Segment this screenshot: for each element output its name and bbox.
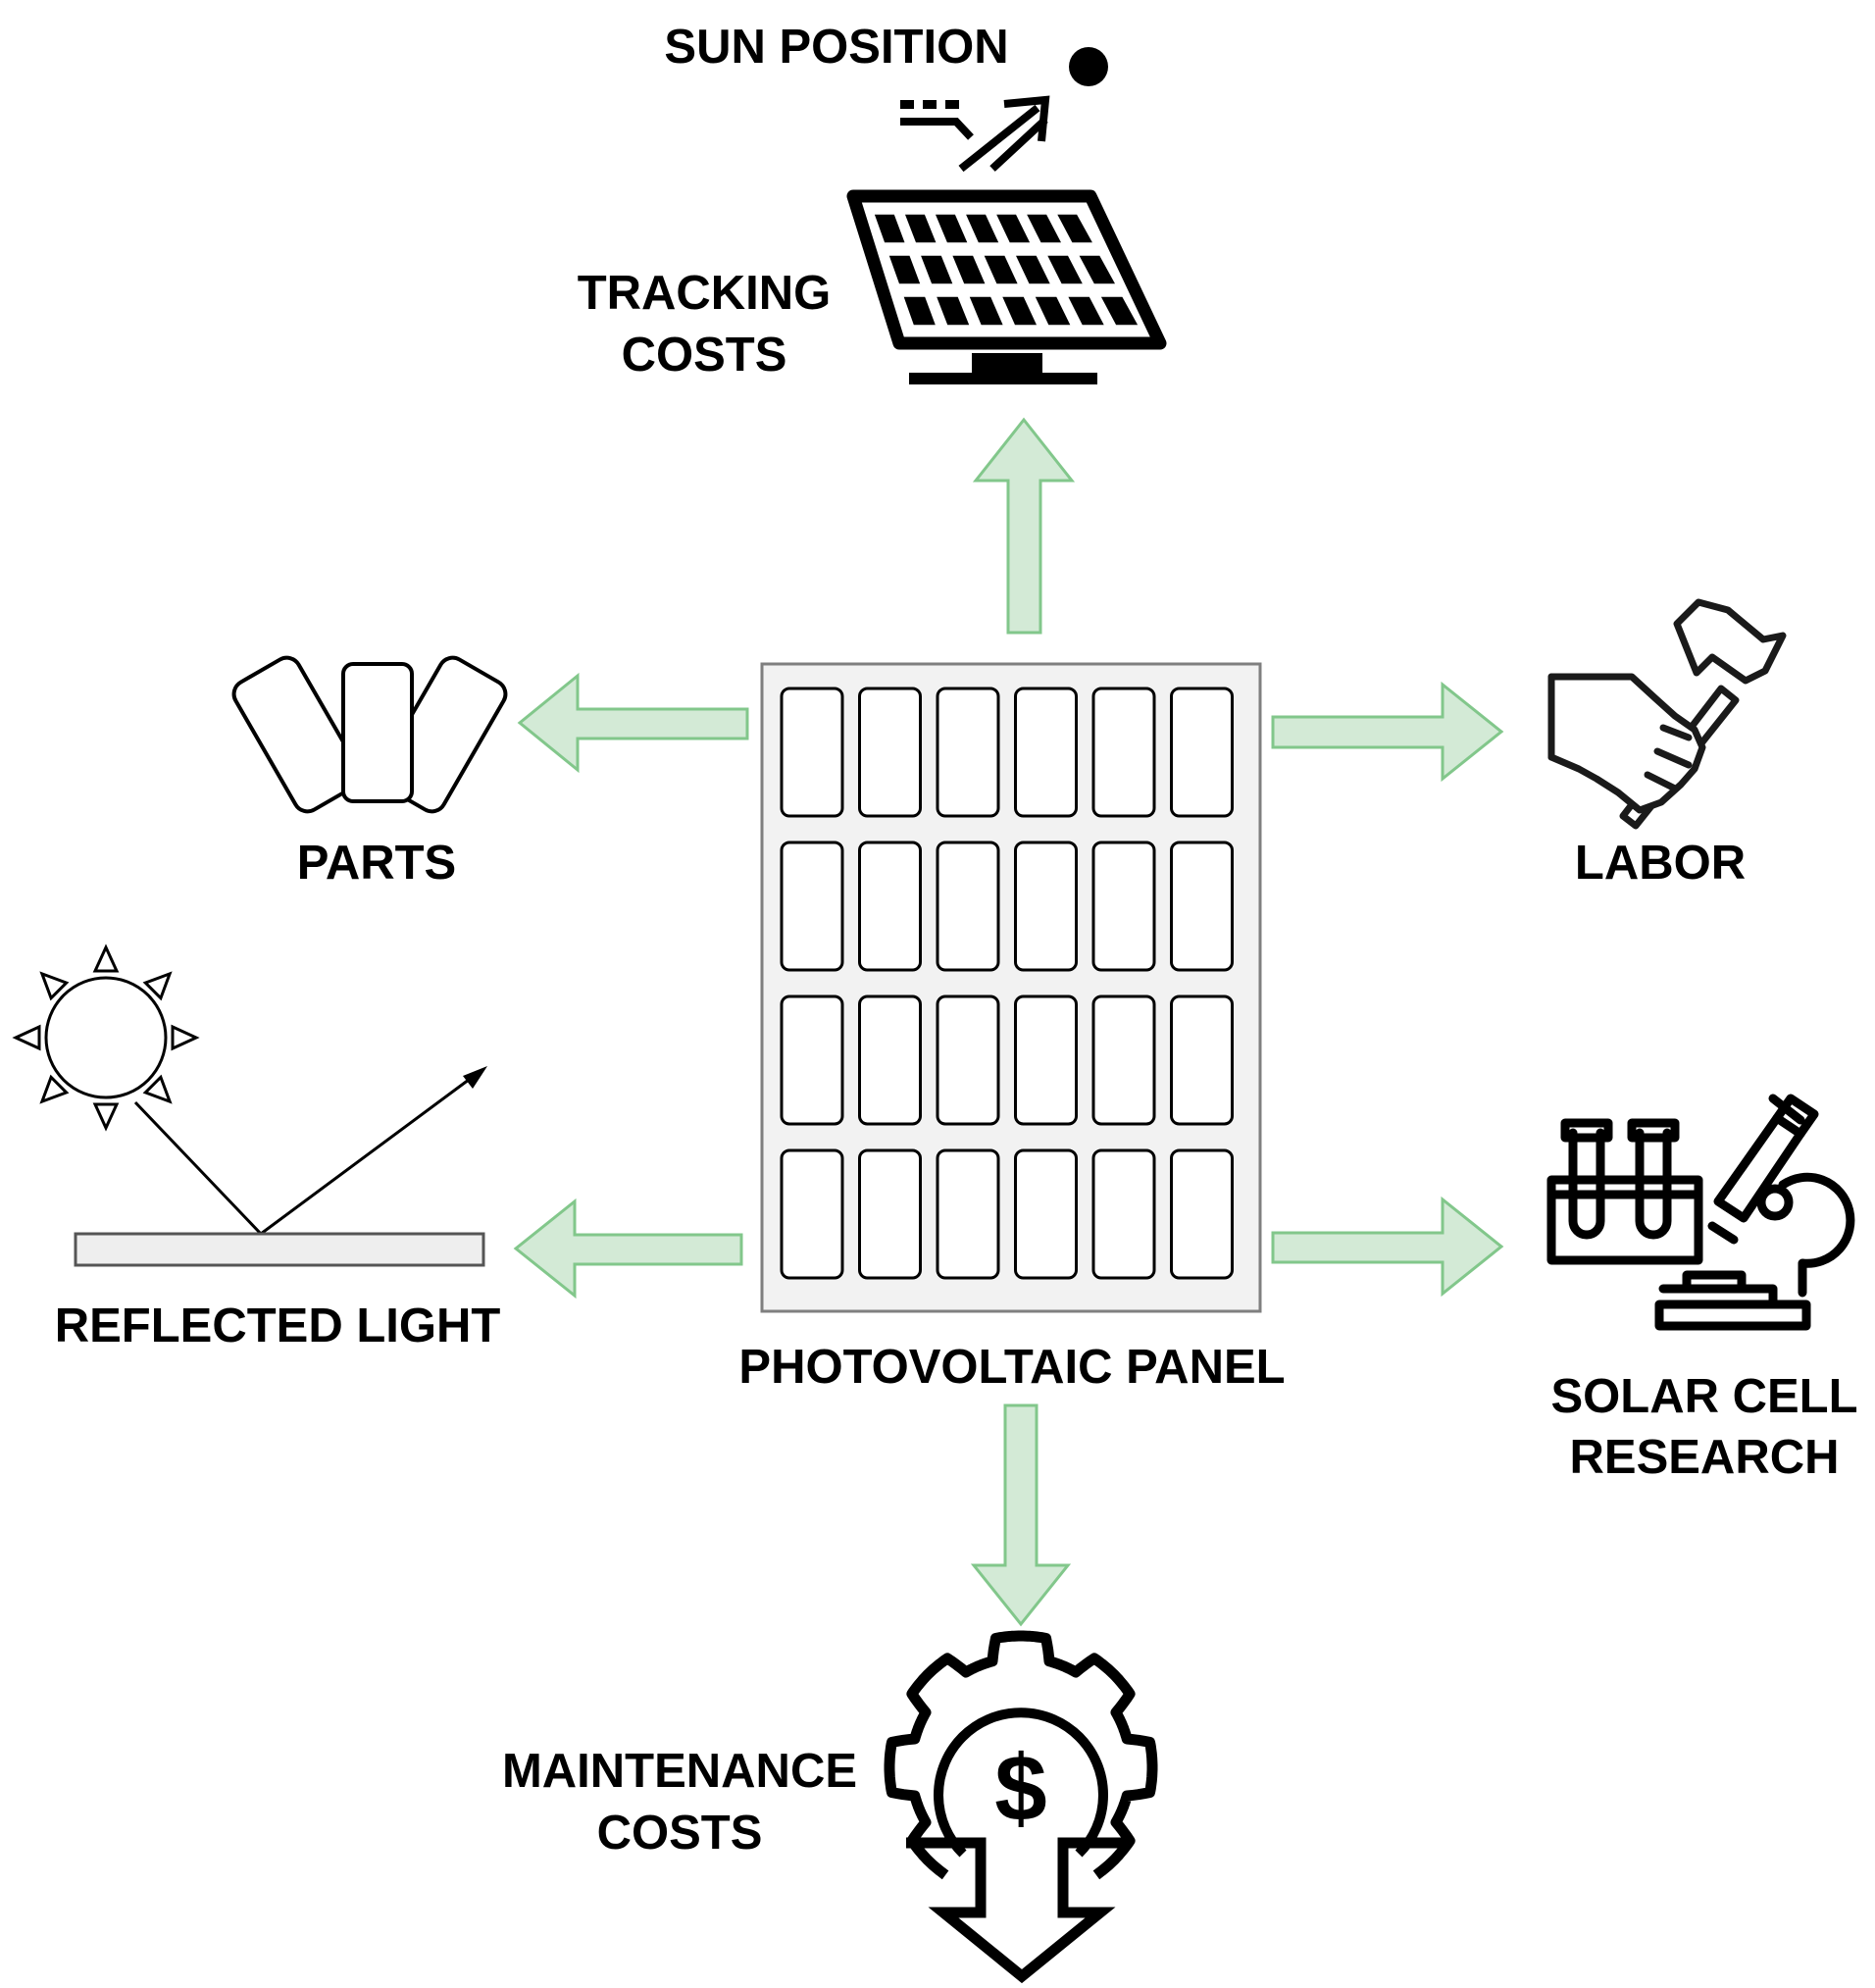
reflected-light-icon xyxy=(12,943,487,1267)
arrow-right-research xyxy=(1271,1196,1504,1298)
panel-cell xyxy=(1014,1148,1078,1280)
panel-cell xyxy=(780,841,844,972)
panel-cell xyxy=(858,841,922,972)
sun-dot-icon xyxy=(1069,47,1108,86)
sun-ray xyxy=(171,1024,200,1051)
panel-cell xyxy=(1091,1148,1156,1280)
tilted-panel-cell xyxy=(1079,255,1115,284)
tracking-arrow-icon xyxy=(900,95,1050,173)
panel-cell xyxy=(1014,841,1078,972)
tilted-panel-cell xyxy=(984,255,1018,284)
panel-cell xyxy=(936,994,1000,1126)
tilted-panel-cell xyxy=(996,214,1031,243)
cost-gear-dollar-icon: $ xyxy=(884,1630,1158,1984)
arrow-right-labor xyxy=(1271,681,1504,783)
sun-ray xyxy=(142,971,173,1001)
panel-cells xyxy=(780,687,1234,1280)
tilted-panel-cell xyxy=(1035,296,1071,326)
tilted-panel-cell xyxy=(888,255,921,284)
arrow-down-maintenance xyxy=(970,1403,1072,1627)
arrow-left-reflected xyxy=(513,1198,743,1300)
sun-tracking-solar-panel-icon xyxy=(846,47,1167,384)
maintenance-costs-label-line1: MAINTENANCE xyxy=(502,1745,857,1798)
panel-cell xyxy=(936,841,1000,972)
dollar-sign-icon: $ xyxy=(994,1736,1046,1841)
tracking-costs-label-line2: COSTS xyxy=(622,329,787,382)
panel-cell xyxy=(780,1148,844,1280)
tilted-panel-cell xyxy=(1068,296,1104,326)
tracking-costs-label-line1: TRACKING xyxy=(578,267,832,320)
hand-hammer-icon xyxy=(1547,598,1787,830)
panel-cell xyxy=(858,1148,922,1280)
reflected-light-label: REFLECTED LIGHT xyxy=(55,1300,501,1352)
panel-cell xyxy=(1091,687,1156,818)
sun-ray xyxy=(142,1074,173,1104)
parts-cards-icon xyxy=(231,655,508,814)
tilted-panel-cell xyxy=(905,214,937,243)
tilted-panel-cell xyxy=(1047,255,1083,284)
sun-ray xyxy=(12,1024,41,1051)
tilted-panel-cell xyxy=(1002,296,1037,326)
tilted-panel-cell xyxy=(969,296,1003,326)
sun-ray xyxy=(92,943,120,973)
photovoltaic-panel xyxy=(760,662,1262,1313)
panel-cell xyxy=(858,687,922,818)
arrow-left-parts xyxy=(517,672,749,774)
sun-ray xyxy=(92,1102,120,1132)
panel-cell xyxy=(1170,994,1234,1126)
tilted-panel-cell xyxy=(937,296,970,326)
solar-cell-research-label-line1: SOLAR CELL xyxy=(1550,1370,1857,1423)
lab-microscope-icon xyxy=(1546,1094,1855,1331)
panel-cell xyxy=(936,687,1000,818)
tilted-panel-cell xyxy=(1100,296,1139,326)
sun-ray xyxy=(39,1074,70,1104)
panel-cell xyxy=(1091,841,1156,972)
panel-cell xyxy=(780,994,844,1126)
photovoltaic-panel-label: PHOTOVOLTAIC PANEL xyxy=(738,1341,1285,1394)
panel-cell xyxy=(1014,687,1078,818)
tilted-panel-cell xyxy=(874,214,905,243)
panel-cell xyxy=(1091,994,1156,1126)
panel-cell xyxy=(936,1148,1000,1280)
motion-dashes-icon xyxy=(900,100,959,109)
sun-ray xyxy=(39,971,70,1001)
maintenance-costs-label-line2: COSTS xyxy=(597,1807,763,1860)
panel-cell xyxy=(1014,994,1078,1126)
reflecting-surface xyxy=(74,1232,485,1267)
tilted-panel-cell xyxy=(1016,255,1050,284)
panel-cell xyxy=(1170,1148,1234,1280)
panel-cell xyxy=(858,994,922,1126)
arrow-up-tracking xyxy=(972,417,1076,635)
tilted-panel-cell xyxy=(903,296,936,326)
tilted-panel-cell xyxy=(952,255,986,284)
sun-icon xyxy=(44,976,168,1099)
labor-label: LABOR xyxy=(1575,837,1746,890)
solar-cell-research-label-line2: RESEARCH xyxy=(1570,1431,1840,1484)
panel-cell xyxy=(1170,687,1234,818)
tilted-panel-cell xyxy=(1027,214,1061,243)
tilted-panel-cell xyxy=(921,255,953,284)
panel-cell xyxy=(1170,841,1234,972)
tilted-panel-cell xyxy=(966,214,999,243)
tilted-panel-cell xyxy=(1057,214,1092,243)
parts-label: PARTS xyxy=(297,837,456,890)
sun-position-label: SUN POSITION xyxy=(664,21,1008,74)
panel-cell xyxy=(780,687,844,818)
tilted-panel-cell xyxy=(936,214,968,243)
